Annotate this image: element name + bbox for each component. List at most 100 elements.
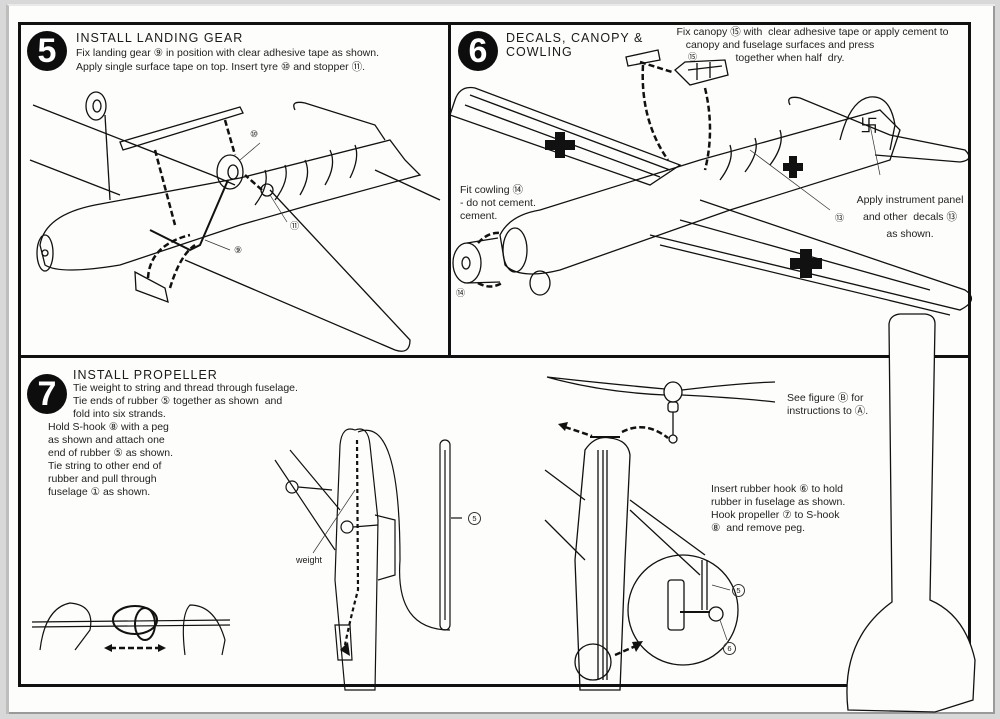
step7-hook-line3: Hook propeller ⑦ to S-hook xyxy=(711,509,840,521)
step5-tape-strip xyxy=(119,106,244,151)
step5-aircraft-drawing xyxy=(29,91,441,352)
step7-leader-hook-detail xyxy=(719,619,728,641)
step6-tailplane xyxy=(788,96,970,163)
step7-detail-magnified-circle xyxy=(627,554,739,666)
step6-cowling-ring xyxy=(502,227,528,273)
step7-instruction-left-line4: Tie string to other end of xyxy=(48,460,162,472)
step6-stand-drawing xyxy=(846,313,976,713)
step6-callout-decals: ⑬ xyxy=(835,213,845,223)
step7-arrow-peg xyxy=(564,425,593,438)
step7-rubber-strands xyxy=(31,619,231,628)
step5-arrows xyxy=(146,119,263,289)
step6-cross-decal-fuselage xyxy=(783,156,803,178)
step6-cross-decals xyxy=(545,132,822,278)
step7-instruction-top-line3: fold into six strands. xyxy=(73,408,166,420)
step5-leader-stopper xyxy=(269,194,288,223)
step7-callout-hook-detail: 6 xyxy=(723,642,736,655)
step6-canopy-part xyxy=(674,59,729,86)
step7-propeller-hook xyxy=(668,434,678,444)
step6-leader-decals xyxy=(749,149,831,211)
step7-propeller-blade-left xyxy=(546,376,666,396)
step6-arrow-tape-to-canopy xyxy=(639,60,673,74)
step6-arrows xyxy=(477,60,712,288)
step7-see-figure-line2: instructions to Ⓐ. xyxy=(787,405,869,417)
step5-left-wheel xyxy=(85,91,107,121)
step5-lower-wing xyxy=(184,189,411,352)
step5-leader-gear xyxy=(204,239,231,251)
step7-propeller-blade-right xyxy=(681,381,776,403)
instruction-sheet xyxy=(6,4,995,714)
step6-cowling-line1: Fit cowling ⑭ xyxy=(460,184,524,196)
step5-bottom-tape xyxy=(134,270,169,304)
step7-arrows xyxy=(564,425,669,657)
step7-rubber-loop xyxy=(439,439,451,631)
step7-fuselage-top-view xyxy=(574,436,631,691)
step7-leader-rubber-detail xyxy=(711,584,731,591)
step7-wing-edges xyxy=(274,449,341,551)
step5-title: INSTALL LANDING GEAR xyxy=(76,31,244,45)
step6-canopy-line3: together when half dry. xyxy=(735,52,845,64)
step6-arrow-cowling-top xyxy=(477,231,501,244)
step7-instruction-left-line3: end of rubber ⑤ as shown. xyxy=(48,447,173,459)
step7-detail-slot xyxy=(667,579,685,631)
step5-tyre xyxy=(216,154,244,190)
step5-tailplane xyxy=(293,101,386,141)
step7-hook-line2: rubber in fuselage as shown. xyxy=(711,496,846,508)
step5-instruction-line1: Fix landing gear ⑨ in position with clea… xyxy=(76,47,379,59)
step7-hook-line4: ⑧ and remove peg. xyxy=(711,522,806,534)
step6-callout-cowling: ⑭ xyxy=(456,288,466,298)
step6-number-badge: 6 xyxy=(458,31,498,71)
step7-callout-rubber-detail: 5 xyxy=(732,584,745,597)
step7-string xyxy=(357,429,451,631)
step7-left-hand xyxy=(39,602,92,651)
step7-instruction-left-line6: fuselage ① as shown. xyxy=(48,486,151,498)
step6-canopy-line2: canopy and fuselage surfaces and press xyxy=(685,39,875,51)
step7-see-figure-line1: See figure Ⓑ for xyxy=(787,392,864,404)
step6-tape xyxy=(625,49,661,67)
step7-instruction-top-line1: Tie weight to string and thread through … xyxy=(73,382,298,394)
step6-arrow-cowling-bottom xyxy=(477,281,503,288)
step5-nose-spinner xyxy=(36,234,54,272)
step7-knot xyxy=(112,605,158,635)
step6-decals-line1: Apply instrument panel xyxy=(856,194,964,206)
step7-leader-weight xyxy=(312,489,356,554)
step7-number-badge: 7 xyxy=(27,374,67,414)
step5-callout-landing-gear: ⑨ xyxy=(234,245,243,255)
step7-wing-outline xyxy=(544,469,706,576)
step6-cowling-line3: cement. xyxy=(460,210,498,222)
step6-arrow-canopy-to-fuselage xyxy=(703,87,712,171)
step6-left-wing xyxy=(449,86,682,186)
step7-detail-hook-knob xyxy=(708,606,724,622)
step7-fuselage-rubber-drawing xyxy=(544,436,739,691)
step5-leader-tyre xyxy=(239,142,261,161)
step7-wheel-upper xyxy=(285,480,299,494)
step7-instruction-left-line2: as shown and attach one xyxy=(48,434,165,446)
step6-wheel xyxy=(529,270,551,296)
step7-knot-drawing xyxy=(31,602,231,656)
step5-instruction-line2: Apply single surface tape on top. Insert… xyxy=(76,61,365,73)
step7-wheel-lower xyxy=(340,520,354,534)
step5-landing-gear-wire xyxy=(149,179,229,252)
step7-title: INSTALL PROPELLER xyxy=(73,368,218,382)
step7-instruction-top-line2: Tie ends of rubber ⑤ together as shown a… xyxy=(73,395,283,407)
step7-tail-fin xyxy=(334,624,353,661)
step7-propeller-hub xyxy=(663,381,683,403)
step7-label-weight: weight xyxy=(296,555,323,565)
step5-callout-tyre: ⑩ xyxy=(250,129,259,139)
step6-right-wing xyxy=(649,199,972,311)
step7-fuselage-vertical xyxy=(334,428,379,691)
step7-instruction-left-line1: Hold S-hook ⑧ with a peg xyxy=(48,421,169,433)
step5-callout-stopper: ⑪ xyxy=(290,221,300,231)
step6-arrow-tape-to-fuselage xyxy=(641,64,670,161)
step6-cross-decal-right-wing xyxy=(790,249,822,278)
step5-number-badge: 5 xyxy=(27,31,67,71)
step7-fuselage-string-drawing xyxy=(274,428,462,691)
step7-detail-origin-circle xyxy=(574,643,612,681)
step6-title-line2: COWLING xyxy=(506,45,573,59)
step6-title-line1: DECALS, CANOPY & xyxy=(506,31,644,45)
step7-instruction-left-line5: rubber and pull through xyxy=(48,473,157,485)
step7-propeller-drawing xyxy=(546,376,776,444)
